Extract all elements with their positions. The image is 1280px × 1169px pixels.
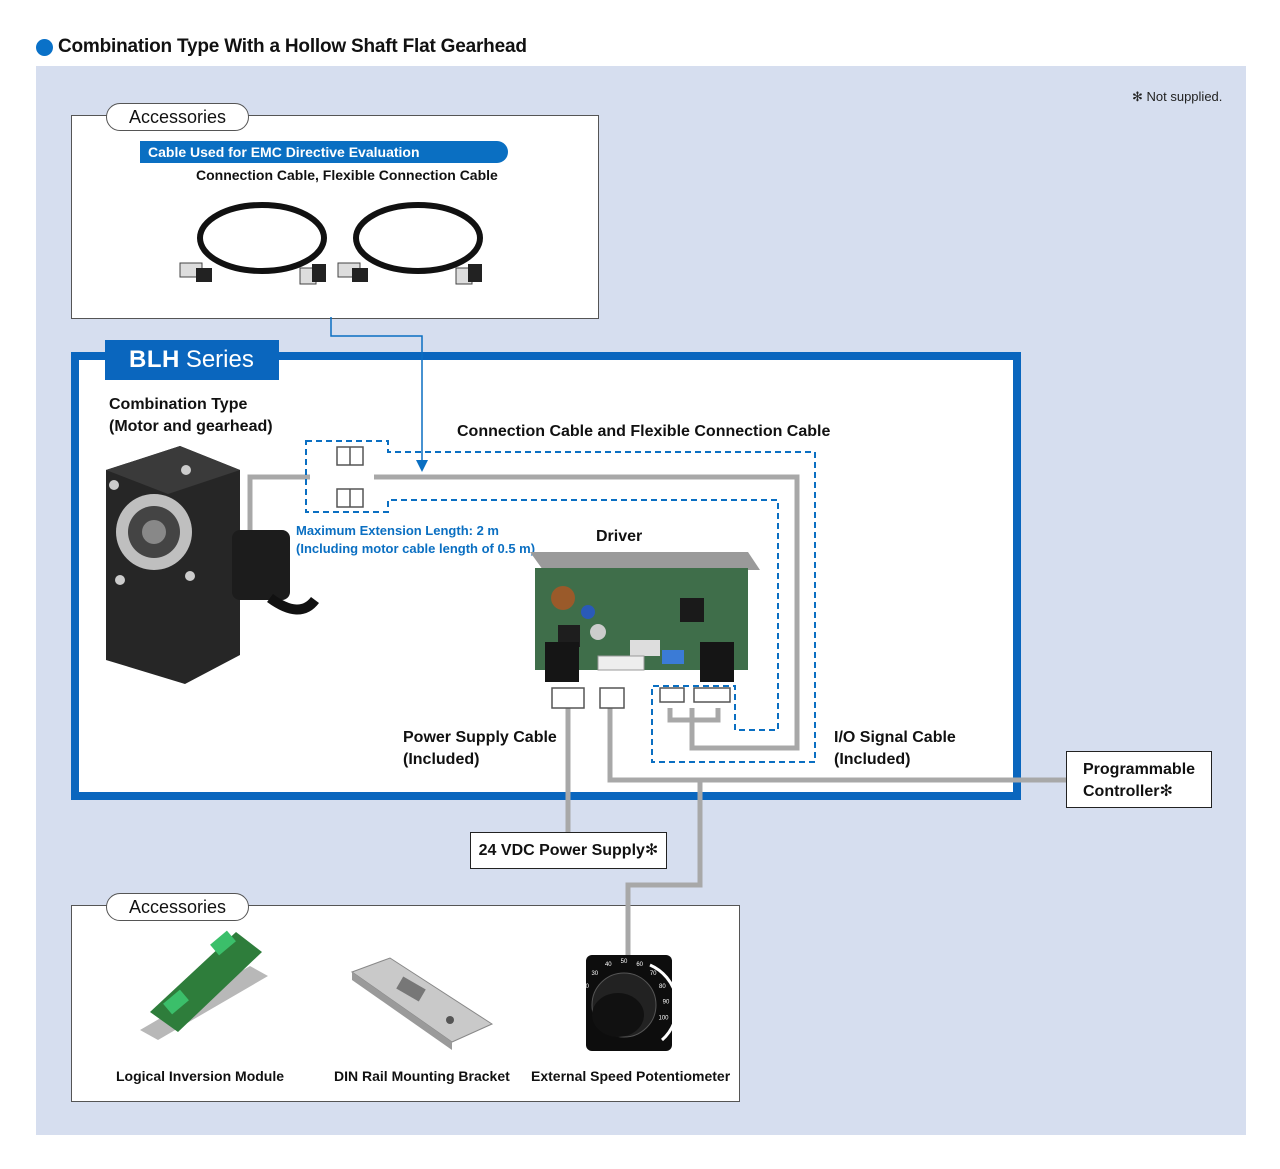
max-ext-line1: Maximum Extension Length: 2 m <box>296 523 499 538</box>
potentiometer-scale-label: 10 <box>579 1000 586 1006</box>
cable-label: Connection Cable, Flexible Connection Ca… <box>196 167 498 183</box>
max-ext-line2: (Including motor cable length of 0.5 m) <box>296 541 536 556</box>
din-rail-label: DIN Rail Mounting Bracket <box>334 1068 510 1084</box>
potentiometer-scale-label: 100 <box>658 1015 669 1021</box>
potentiometer-scale-label: 50 <box>621 959 628 965</box>
bottom-accessories-title: Accessories <box>106 893 249 921</box>
connectors <box>336 446 731 709</box>
power-cable-line2: (Included) <box>403 751 480 768</box>
series-name-bold: BLH <box>129 346 180 373</box>
io-cable-line2: (Included) <box>834 751 911 768</box>
connection-cable <box>374 474 800 751</box>
potentiometer-scale-label: 40 <box>605 962 612 968</box>
io-connector-a <box>659 687 685 703</box>
potentiometer-scale-label: 70 <box>650 971 657 977</box>
cable-coil-icon-1 <box>179 202 327 285</box>
motor-cable <box>247 474 310 552</box>
emc-cable-tag: Cable Used for EMC Directive Evaluation <box>140 141 508 163</box>
driver-board-image <box>530 552 760 682</box>
potentiometer-scale-label: 20 <box>582 984 589 990</box>
emc-link-arrow-icon <box>416 460 428 472</box>
series-name-rest: Series <box>185 346 254 373</box>
driver-label: Driver <box>596 528 643 545</box>
max-extension-note: Maximum Extension Length: 2 m (Including… <box>296 522 535 558</box>
plc-line2: Controller✻ <box>1083 783 1173 800</box>
power-cable-label: Power Supply Cable (Included) <box>403 727 557 771</box>
motor-label: Combination Type (Motor and gearhead) <box>109 394 273 438</box>
extension-dashed-outline <box>305 440 816 763</box>
io-cable-line1: I/O Signal Cable <box>834 729 956 746</box>
potentiometer-image <box>586 955 679 1051</box>
connection-cable-label: Connection Cable and Flexible Connection… <box>457 423 831 440</box>
plc-line1: Programmable <box>1083 761 1196 778</box>
connector-bridge <box>667 708 721 723</box>
power-supply-box: 24 VDC Power Supply✻ <box>470 832 667 869</box>
potentiometer-scale-label: 60 <box>636 962 643 968</box>
potentiometer-scale-label: 0 <box>583 1015 587 1021</box>
cable-lines <box>247 474 1066 955</box>
programmable-controller-box: Programmable Controller✻ <box>1066 751 1212 808</box>
io-connector-b <box>693 687 731 703</box>
page-heading: Combination Type With a Hollow Shaft Fla… <box>36 36 527 58</box>
top-accessories-title: Accessories <box>106 103 249 131</box>
emc-link-line <box>330 317 423 462</box>
page-title: Combination Type With a Hollow Shaft Fla… <box>58 36 527 57</box>
potentiometer-label: External Speed Potentiometer <box>531 1068 731 1084</box>
cable-coil-icon-2 <box>337 202 483 285</box>
motor-label-line2: (Motor and gearhead) <box>109 418 273 435</box>
logical-inversion-module-image <box>140 930 268 1040</box>
bullet-dot-icon <box>36 38 53 56</box>
io-signal-cable <box>607 708 1066 783</box>
din-rail-bracket-image <box>350 957 494 1050</box>
driver-power-connector <box>551 687 585 709</box>
io-cable-label: I/O Signal Cable (Included) <box>834 727 956 771</box>
motor-gearhead-image <box>106 446 319 684</box>
not-supplied-note: ✻ Not supplied. <box>1132 89 1223 104</box>
potentiometer-cable <box>625 780 703 955</box>
driver-io-connector <box>599 687 625 709</box>
potentiometer-scale-label: 30 <box>591 971 598 977</box>
motor-label-line1: Combination Type <box>109 396 248 413</box>
potentiometer-scale-label: 80 <box>659 984 666 990</box>
power-cable-line1: Power Supply Cable <box>403 729 557 746</box>
logical-inversion-label: Logical Inversion Module <box>116 1068 285 1084</box>
potentiometer-scale-label: 90 <box>663 1000 670 1006</box>
